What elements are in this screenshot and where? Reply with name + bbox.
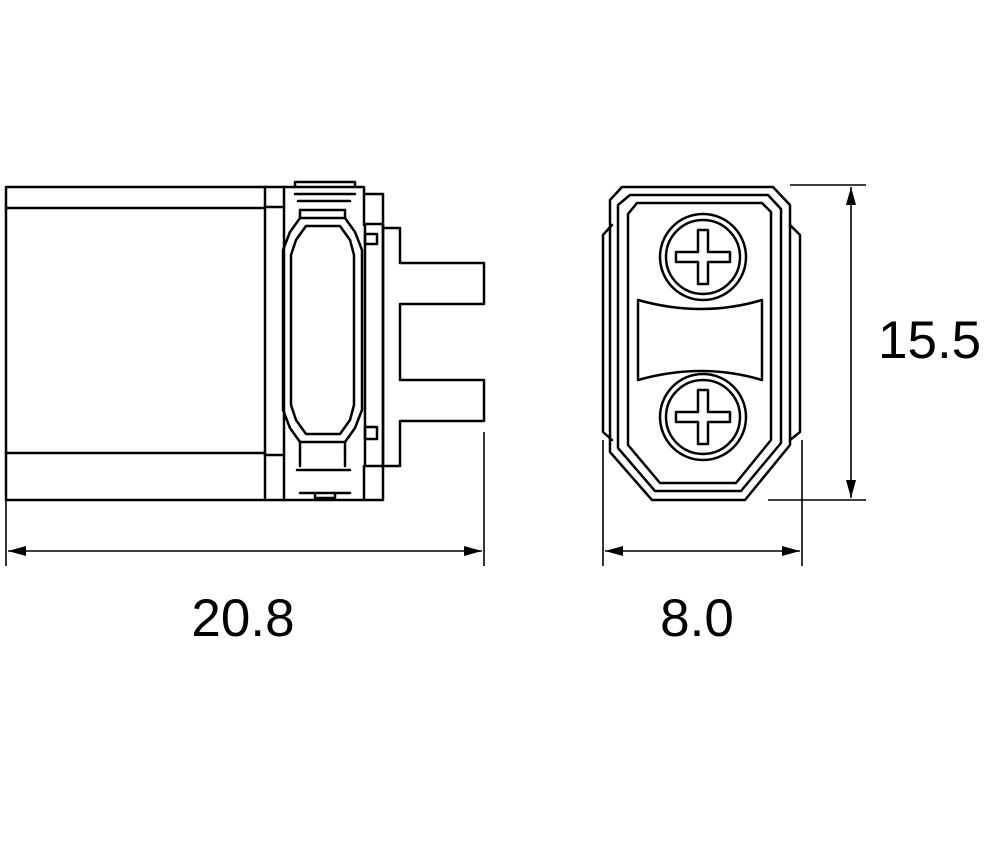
front-view-housing [601, 185, 802, 502]
front-view-bottom-terminal [658, 372, 748, 462]
height-dimension-line [768, 184, 866, 501]
front-view [601, 185, 802, 502]
side-view-collar [282, 180, 385, 502]
side-view-flange [363, 222, 385, 468]
dimension-lines [5, 184, 866, 566]
side-view [4, 180, 486, 502]
front-view-separator [636, 298, 764, 382]
length-dimension-label: 20.8 [191, 589, 294, 648]
width-dimension-label: 8.0 [660, 589, 734, 648]
width-dimension-line [602, 440, 803, 566]
height-dimension-label: 15.5 [878, 311, 981, 370]
side-view-pins [381, 226, 486, 468]
side-view-housing [4, 185, 286, 502]
front-view-top-terminal [658, 212, 748, 302]
side-view-barrel [281, 216, 364, 457]
length-dimension-line [5, 432, 485, 566]
